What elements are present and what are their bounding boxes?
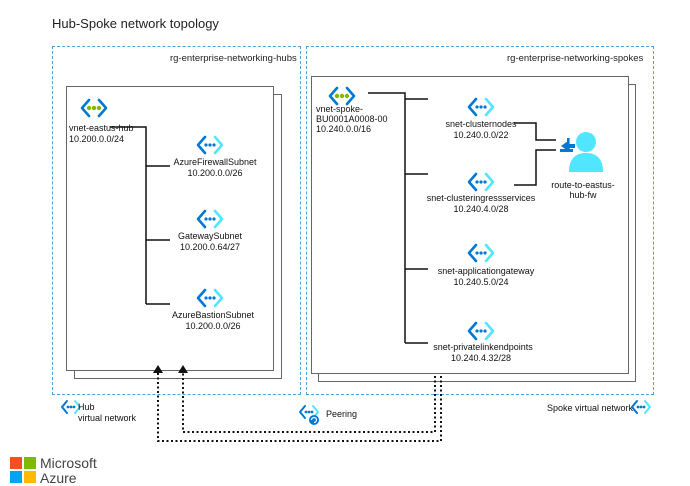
spoke-legend-label: Spoke virtual network [547, 403, 634, 413]
microsoft-logo-icon [10, 457, 36, 483]
hub-rg-label: rg-enterprise-networking-hubs [170, 53, 297, 64]
spoke-subnet-4-cidr: 10.240.4.32/28 [450, 353, 512, 363]
brand-microsoft: Microsoft [40, 455, 97, 471]
hub-vnet-icon [80, 97, 108, 119]
spoke-subnet-2-cidr: 10.240.4.0/28 [453, 204, 509, 214]
spoke-legend-icon [630, 399, 652, 415]
spoke-subnet-1-name: snet-clusternodes [445, 119, 517, 129]
hub-subnet-1-cidr: 10.200.0.0/26 [187, 168, 243, 178]
spoke-subnet-2-name: snet-clusteringressservices [426, 193, 536, 203]
peering-label: Peering [326, 409, 358, 419]
spoke-vnet-name-2: BU0001A0008-00 [316, 114, 388, 124]
subnet-icon [467, 242, 495, 264]
hub-card [66, 86, 274, 371]
hub-resource-group [52, 46, 301, 395]
spoke-rg-label: rg-enterprise-networking-spokes [507, 53, 644, 64]
hub-legend-line2: virtual network [78, 413, 137, 423]
spoke-subnet-3-cidr: 10.240.5.0/24 [453, 277, 509, 287]
peering-icon [298, 404, 322, 426]
spoke-card [311, 76, 629, 374]
spoke-subnet-4-name: snet-privatelinkendpoints [433, 342, 533, 352]
subnet-icon [196, 287, 224, 309]
subnet-icon [196, 134, 224, 156]
hub-subnet-2-name: GatewaySubnet [177, 231, 243, 241]
hub-vnet-name: vnet-eastus-hub [69, 123, 134, 133]
hub-legend-line1: Hub [78, 402, 95, 412]
hub-subnet-2-cidr: 10.200.0.64/27 [179, 242, 241, 252]
route-table-icon [558, 128, 606, 174]
hub-subnet-3-cidr: 10.200.0.0/26 [185, 321, 241, 331]
spoke-vnet-cidr: 10.240.0.0/16 [316, 124, 372, 134]
diagram-title: Hub-Spoke network topology [52, 16, 219, 31]
subnet-icon [467, 171, 495, 193]
spoke-vnet-name-1: vnet-spoke- [316, 104, 364, 114]
hub-subnet-1-name: AzureFirewallSubnet [173, 157, 257, 167]
route-table-name-2: hub-fw [569, 190, 597, 200]
subnet-icon [196, 208, 224, 230]
hub-subnet-3-name: AzureBastionSubnet [171, 310, 255, 320]
subnet-icon [467, 320, 495, 342]
spoke-resource-group [306, 46, 654, 395]
spoke-vnet-icon [328, 85, 356, 107]
route-table-name-1: route-to-eastus- [551, 180, 615, 190]
spoke-subnet-3-name: snet-applicationgateway [437, 266, 535, 276]
subnet-icon [467, 96, 495, 118]
brand-azure: Azure [40, 470, 77, 486]
hub-legend-icon [60, 399, 82, 415]
hub-vnet-cidr: 10.200.0.0/24 [69, 134, 125, 144]
spoke-subnet-1-cidr: 10.240.0.0/22 [453, 130, 509, 140]
